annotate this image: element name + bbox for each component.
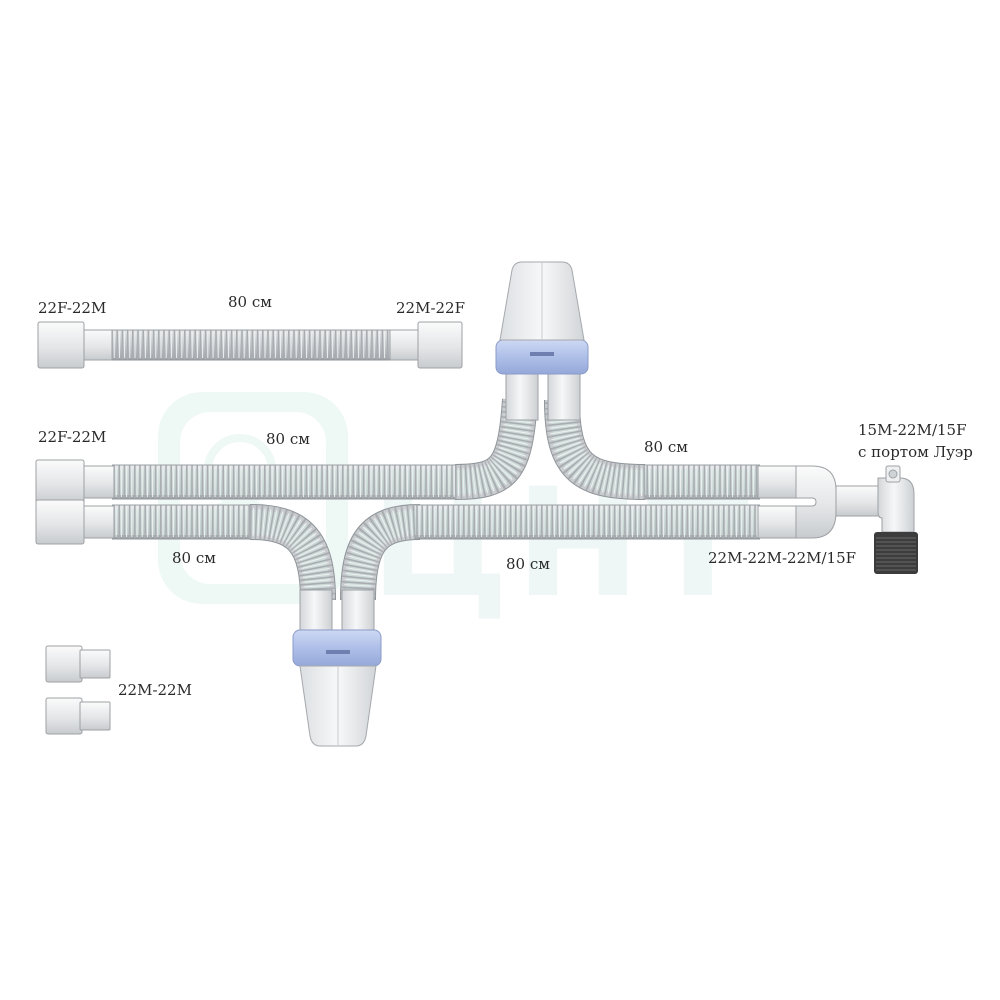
exp-curve-right [340,504,421,601]
insp-left-cuff [35,459,85,505]
trap-top-blue-collar [495,339,589,375]
y-piece-neck [835,485,881,517]
insp-corrugation-left [112,464,460,500]
label-ypiece-bottom: 22M-22M-22M/15F [708,549,856,567]
label-tube1-length: 80 см [228,293,272,311]
trap-bottom-collar-mark [326,650,350,654]
water-trap-bottom [292,589,382,747]
exp-left-stem [83,505,115,539]
exp-corrugation-right [415,504,760,540]
label-exp-length-left: 80 см [172,549,216,567]
adapter-2-right [79,701,111,731]
trap-bottom-stem-right [341,589,375,631]
insp-corrugation-right [640,464,760,500]
trap-bottom-blue-collar [292,629,382,667]
exp-curve-left [249,504,336,601]
connector-ribs [876,537,916,571]
adapter-1-left [45,645,83,683]
insp-curve-left [454,398,538,500]
tube1-left-cuff [37,321,85,369]
tube1-left-stem [83,329,113,361]
exp-right-stem [757,505,799,539]
tube1-right-stem [389,329,419,361]
insp-left-stem [83,465,115,499]
label-exp-length-right: 80 см [506,555,550,573]
expiratory-limb [35,499,799,601]
label-ypiece-line2: с портом Луэр [858,443,973,461]
insp-right-stem [757,465,799,499]
trap-top-stem-right [547,373,581,421]
trap-top-stem-left [505,373,539,421]
adapter-1-right [79,649,111,679]
trap-bottom-stem-left [299,589,333,631]
water-trap-top [495,261,589,421]
tube1-corrugation [110,329,392,361]
adapter-22m-22m-2 [45,697,111,735]
insp-curve-right [544,399,646,500]
label-adapter: 22M-22M [118,681,192,699]
y-piece [795,465,918,574]
exp-corrugation-left [112,504,258,540]
inspiratory-limb [35,398,799,505]
exp-left-cuff [35,499,85,545]
label-tube1-right: 22M-22F [396,299,465,317]
label-tube1-left: 22F-22M [38,299,106,317]
label-insp-length-right: 80 см [644,438,688,456]
label-circuit-left: 22F-22M [38,428,106,446]
trap-top-collar-mark [530,352,554,356]
label-insp-length-left: 80 см [266,430,310,448]
single-tube [37,321,463,369]
adapter-2-left [45,697,83,735]
adapter-22m-22m-1 [45,645,111,683]
elbow-connector [877,477,915,533]
label-ypiece-line1: 15M-22M/15F [858,421,967,439]
y-piece-body [795,465,837,539]
luer-port-cap [888,469,898,479]
tube1-right-cuff [417,321,463,369]
